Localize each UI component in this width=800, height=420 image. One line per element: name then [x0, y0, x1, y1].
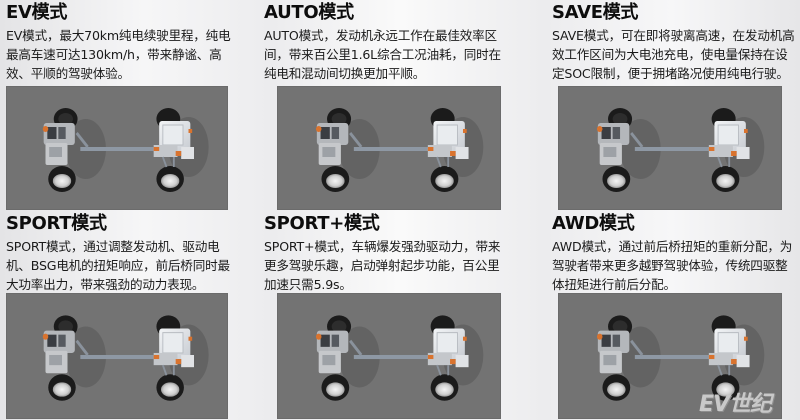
mode-title: EV模式: [6, 2, 68, 23]
description-line: EV模式，最大70km纯电续驶里程，纯电: [6, 28, 231, 43]
chassis-image-ev: [6, 86, 228, 210]
mode-description: SPORT模式，通过调整发动机、驱动电 机、BSG电机的扭矩响应，前后桥同时最 …: [6, 237, 230, 294]
description-line: 效工作区间为大电池充电，使电量保持在设: [552, 47, 788, 62]
description-line: 间，带来百公里1.6L综合工况油耗，同时在: [264, 47, 501, 62]
mode-description: AWD模式，通过前后桥扭矩的重新分配，为 驾驶者带来更多越野驾驶体验，传统四驱整…: [552, 237, 792, 294]
mode-title: SAVE模式: [552, 2, 639, 23]
hybrid-chassis-icon: [314, 106, 485, 194]
mode-title: AUTO模式: [264, 2, 354, 23]
description-line: 更多驾驶乐趣，启动弹射起步功能，百公里: [264, 258, 500, 273]
mode-description: EV模式，最大70km纯电续驶里程，纯电 最高车速可达130km/h，带来静谧、…: [6, 26, 231, 83]
chassis-image-awd: EV世纪: [558, 293, 782, 419]
mode-title: SPORT+模式: [264, 213, 380, 234]
chassis-image-auto: [277, 86, 501, 210]
description-line: 体扭矩进行前后分配。: [552, 277, 676, 292]
description-line: SPORT+模式，车辆爆发强劲驱动力，带来: [264, 239, 501, 254]
chassis-image-sport-plus: [277, 293, 501, 419]
description-line: AWD模式，通过前后桥扭矩的重新分配，为: [552, 239, 793, 254]
watermark-logo: EV世纪: [698, 392, 772, 417]
hybrid-chassis-icon: [41, 313, 211, 403]
description-line: 纯电和混动间切换更加平顺。: [264, 66, 426, 81]
hybrid-chassis-icon: [41, 106, 211, 194]
description-line: AUTO模式，发动机永远工作在最佳效率区: [264, 28, 497, 43]
mode-title: AWD模式: [552, 213, 635, 234]
hybrid-chassis-icon: [314, 313, 485, 403]
chassis-image-save: [558, 86, 782, 210]
mode-description: AUTO模式，发动机永远工作在最佳效率区 间，带来百公里1.6L综合工况油耗，同…: [264, 26, 501, 83]
hybrid-chassis-icon: [595, 106, 766, 194]
mode-title: SPORT模式: [6, 213, 107, 234]
chassis-image-sport: [6, 293, 228, 419]
description-line: SAVE模式，可在即将驶离高速，在发动机高: [552, 28, 795, 43]
description-line: 最高车速可达130km/h，带来静谧、高: [6, 47, 222, 62]
description-line: 机、BSG电机的扭矩响应，前后桥同时最: [6, 258, 230, 273]
description-line: 加速只需5.9s。: [264, 277, 352, 292]
description-line: 定SOC限制，便于拥堵路况使用纯电行驶。: [552, 66, 789, 81]
description-line: 驾驶者带来更多越野驾驶体验，传统四驱整: [552, 258, 788, 273]
description-line: 大功率出力，带来强劲的动力表现。: [6, 277, 205, 292]
mode-description: SPORT+模式，车辆爆发强劲驱动力，带来 更多驾驶乐趣，启动弹射起步功能，百公…: [264, 237, 500, 294]
description-line: SPORT模式，通过调整发动机、驱动电: [6, 239, 220, 254]
description-line: 效、平顺的驾驶体验。: [6, 66, 130, 81]
mode-description: SAVE模式，可在即将驶离高速，在发动机高 效工作区间为大电池充电，使电量保持在…: [552, 26, 795, 83]
